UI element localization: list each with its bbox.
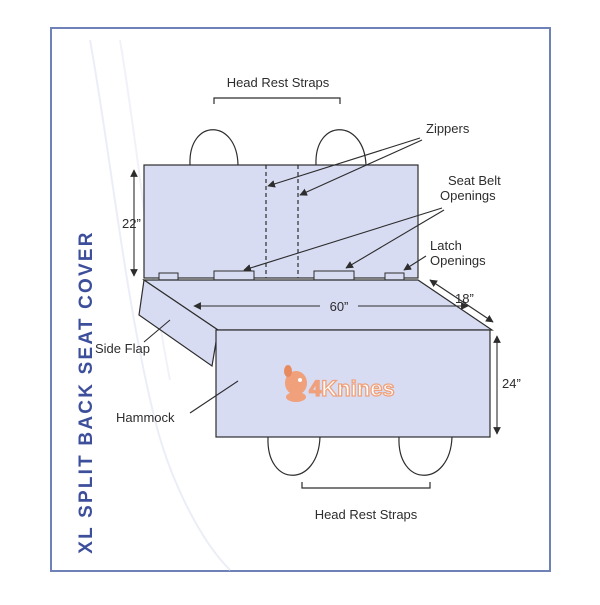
label-head-rest-straps-top: Head Rest Straps <box>227 75 330 90</box>
arrow-latch <box>403 255 427 271</box>
brand-prefix: 4 <box>309 376 322 401</box>
background-swoosh <box>89 39 231 571</box>
label-latch-line2: Openings <box>430 253 486 268</box>
arrow-seat-belt-left <box>243 207 443 272</box>
label-hammock: Hammock <box>116 410 175 425</box>
leader-hammock <box>189 380 239 414</box>
arrow-zipper-right <box>299 139 423 196</box>
dim-seat-depth-label: 18” <box>455 291 474 306</box>
label-zippers: Zippers <box>426 121 470 136</box>
brand-logo-text: 4Knines <box>309 376 395 401</box>
label-side-flap: Side Flap <box>95 341 150 356</box>
brand-name: Knines <box>321 376 394 401</box>
arrow-zipper-left <box>267 137 421 188</box>
seat-belt-opening-right <box>313 270 355 281</box>
label-seat-belt-line2: Openings <box>440 188 496 203</box>
dim-width-label: 60” <box>330 299 349 314</box>
seat-belt-opening-left <box>213 270 255 281</box>
label-head-rest-straps-bottom: Head Rest Straps <box>315 507 418 522</box>
label-latch-line1: Latch <box>430 238 462 253</box>
dim-hammock-height-label: 24” <box>502 376 521 391</box>
leader-side-flap <box>143 319 171 343</box>
side-flap <box>138 278 219 368</box>
product-title: XL SPLIT BACK SEAT COVER <box>76 230 97 553</box>
bracket-head-rest-bottom <box>301 482 431 489</box>
latch-opening-left <box>158 272 179 281</box>
headrest-strap-top-right <box>315 129 367 166</box>
back-panel <box>143 164 419 279</box>
dim-seat-depth-line <box>429 279 494 323</box>
arrow-seat-belt-right <box>345 209 445 269</box>
hammock-panel <box>215 329 491 438</box>
headrest-strap-bottom-left <box>267 436 321 476</box>
dim-back-height-label: 22” <box>122 216 141 231</box>
latch-opening-right <box>384 272 405 281</box>
label-seat-belt-line1: Seat Belt <box>448 173 501 188</box>
headrest-strap-bottom-right <box>398 436 453 476</box>
dog-logo-icon <box>284 365 307 402</box>
bracket-head-rest-top <box>213 97 341 104</box>
headrest-strap-top-left <box>189 129 239 166</box>
